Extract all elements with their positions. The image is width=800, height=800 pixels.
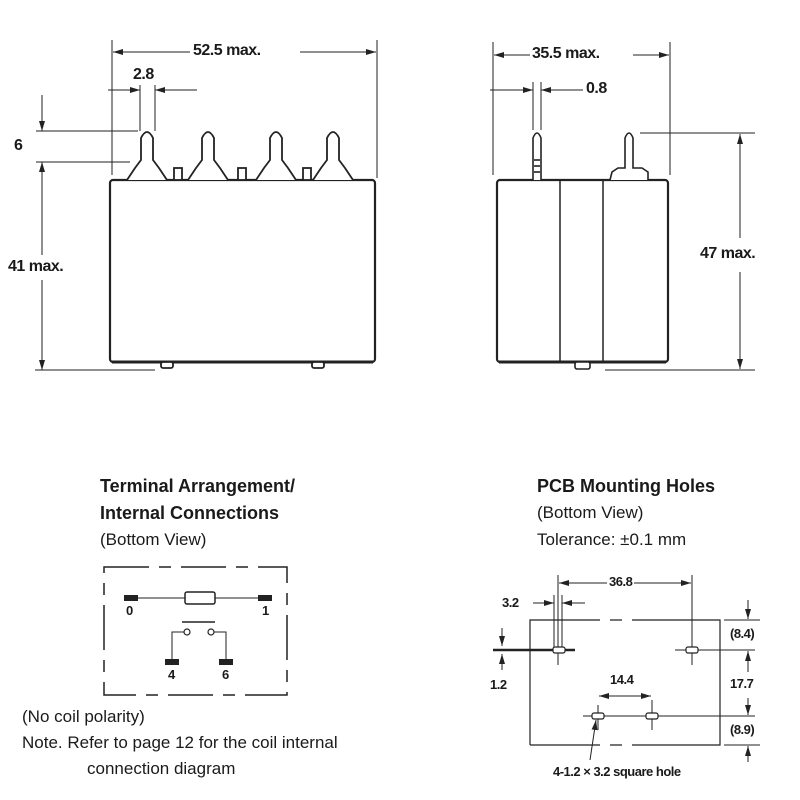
terminal-label-0: 0 <box>126 603 133 618</box>
front-terminal-height-dim: 6 <box>14 137 23 154</box>
pcb-tolerance: Tolerance: ±0.1 mm <box>537 530 687 549</box>
pcb-subtitle: (Bottom View) <box>537 503 644 522</box>
side-view <box>490 42 755 371</box>
pcb-dim-hole-height: 1.2 <box>490 677 507 692</box>
pcb-dim-row-spacing: 17.7 <box>730 676 754 691</box>
side-pin-thickness-dim: 0.8 <box>586 80 607 97</box>
side-height-dim: 47 max. <box>700 245 756 262</box>
pcb-title: PCB Mounting Holes <box>537 476 715 496</box>
terminal-title-line1: Terminal Arrangement/ <box>100 476 296 496</box>
polarity-note: (No coil polarity) <box>22 707 145 726</box>
front-terminal-width-dim: 2.8 <box>133 66 154 83</box>
front-height-dim: 41 max. <box>8 258 64 275</box>
terminal-label-1: 1 <box>262 603 269 618</box>
pcb-holes-diagram <box>493 575 760 762</box>
pcb-dim-top-offset: (8.4) <box>730 626 755 641</box>
pcb-dim-inner-span: 14.4 <box>610 672 634 687</box>
front-width-dim: 52.5 max. <box>193 42 261 59</box>
pcb-hole-note: 4-1.2 × 3.2 square hole <box>553 764 681 779</box>
pcb-dim-horizontal-span: 36.8 <box>607 574 635 589</box>
pcb-dim-bottom-offset: (8.9) <box>730 722 755 737</box>
terminal-label-4: 4 <box>168 667 175 682</box>
side-width-dim: 35.5 max. <box>532 45 600 62</box>
terminal-arrangement-diagram <box>103 566 288 696</box>
terminal-subtitle: (Bottom View) <box>100 530 207 549</box>
terminal-title-line2: Internal Connections <box>100 503 280 523</box>
coil-note-line1: Note. Refer to page 12 for the coil inte… <box>22 733 338 752</box>
coil-note-line2: connection diagram <box>87 759 236 778</box>
pcb-dim-hole-width: 3.2 <box>502 595 519 610</box>
terminal-label-6: 6 <box>222 667 229 682</box>
front-view <box>35 40 378 371</box>
